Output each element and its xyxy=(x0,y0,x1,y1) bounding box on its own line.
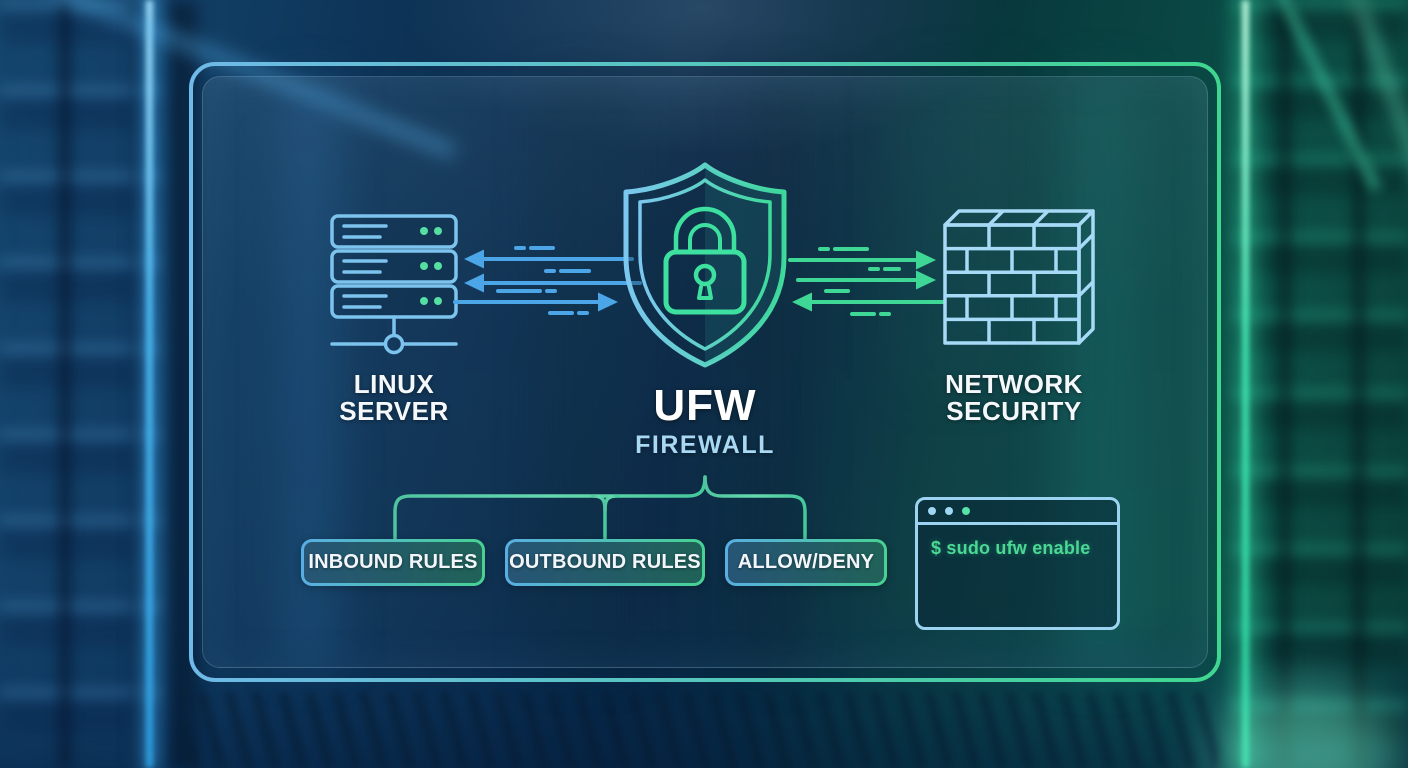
center-title-block: UFW FIREWALL xyxy=(585,381,825,459)
green-dash-accents xyxy=(818,247,901,316)
blur-band xyxy=(900,80,1020,380)
server-icon xyxy=(330,214,458,355)
terminal-dot-icon xyxy=(945,507,953,515)
blur-band xyxy=(1060,80,1140,668)
padlock-icon xyxy=(663,206,747,315)
left-glow-line xyxy=(146,0,153,768)
outbound-traffic-arrows xyxy=(788,247,946,316)
page-subtitle: FIREWALL xyxy=(635,431,775,459)
network-security-label-line2: SECURITY xyxy=(946,396,1082,426)
linux-server-label-line2: SERVER xyxy=(339,396,449,426)
rule-box-outbound: OUTBOUND RULES xyxy=(505,539,705,586)
inbound-traffic-arrows xyxy=(453,246,642,315)
network-security-label-line1: NETWORK xyxy=(945,369,1083,399)
connector-tree xyxy=(393,459,917,566)
terminal-title-bar xyxy=(918,500,1117,525)
linux-server-label: LINUX SERVER xyxy=(294,371,494,425)
brick-wall-icon xyxy=(943,209,1095,345)
blue-dash-accents xyxy=(496,246,591,315)
frame-border xyxy=(189,62,1221,682)
server-led-dots xyxy=(420,227,442,305)
rule-box-outbound-label: OUTBOUND RULES xyxy=(509,551,701,573)
linux-server-label-line1: LINUX xyxy=(353,369,435,399)
floor-stripes xyxy=(190,692,1218,768)
right-glow-line xyxy=(1242,0,1249,768)
terminal-window: $ sudo ufw enable xyxy=(915,497,1120,630)
terminal-dot-icon xyxy=(928,507,936,515)
rule-box-inbound-label: INBOUND RULES xyxy=(308,551,478,573)
rule-box-allow-deny: ALLOW/DENY xyxy=(725,539,887,586)
terminal-command: $ sudo ufw enable xyxy=(931,538,1091,558)
right-rack-columns xyxy=(1218,0,1408,768)
terminal-dot-icon xyxy=(962,507,970,515)
terminal-body: $ sudo ufw enable xyxy=(918,525,1117,559)
rule-box-inbound: INBOUND RULES xyxy=(301,539,485,586)
page-title: UFW xyxy=(653,381,757,430)
rule-box-allow-deny-label: ALLOW/DENY xyxy=(737,551,875,573)
shield-lock-icon xyxy=(623,162,787,368)
network-security-label: NETWORK SECURITY xyxy=(914,371,1114,425)
